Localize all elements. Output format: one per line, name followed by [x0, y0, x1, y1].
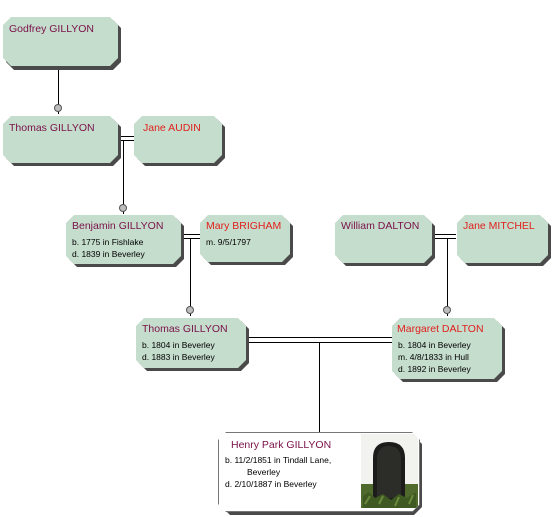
person-box-jane-mitchel[interactable]: Jane MITCHEL	[457, 215, 548, 263]
person-box-mary-brigham[interactable]: Mary BRIGHAM m. 9/5/1797	[200, 215, 290, 262]
person-box-henry-park-gillyon[interactable]: Henry Park GILLYON b. 11/2/1851 in Tinda…	[218, 432, 420, 512]
connector-benjamin-thomas2	[190, 238, 191, 316]
marriage-detail: m. 4/8/1833 in Hull	[398, 352, 469, 362]
death-detail: d. 1839 in Beverley	[72, 249, 145, 259]
marriage-line-benjamin-mary	[184, 234, 200, 235]
gravestone-photo	[361, 434, 418, 508]
person-name: Benjamin GILLYON	[72, 220, 164, 232]
marriage-line-william-jane	[432, 238, 456, 239]
marriage-line-thomas-jane	[118, 140, 134, 141]
person-box-benjamin[interactable]: Benjamin GILLYON b. 1775 in Fishlake d. …	[66, 215, 181, 264]
person-box-thomas-gillyon-2[interactable]: Thomas GILLYON b. 1804 in Beverley d. 18…	[136, 318, 246, 368]
person-name: Thomas GILLYON	[9, 122, 95, 134]
marriage-line-benjamin-mary	[184, 238, 200, 239]
death-detail: d. 1892 in Beverley	[398, 364, 471, 374]
marriage-line-thomas2-margaret	[249, 337, 392, 338]
person-name: Thomas GILLYON	[142, 323, 228, 335]
birth-detail: b. 1804 in Beverley	[142, 340, 215, 350]
person-box-thomas-gillyon-1[interactable]: Thomas GILLYON	[3, 116, 118, 163]
birth-place-detail: Beverley	[247, 467, 281, 477]
connector-dot	[119, 204, 127, 212]
person-name: Godfrey GILLYON	[9, 23, 95, 35]
death-detail: d. 2/10/1887 in Beverley	[225, 479, 317, 489]
marriage-line-thomas-jane	[118, 136, 134, 137]
person-name: Margaret DALTON	[397, 323, 484, 335]
birth-detail: b. 11/2/1851 in Tindall Lane,	[225, 455, 332, 465]
birth-detail: b. 1804 in Beverley	[398, 340, 471, 350]
connector-william-margaret	[447, 238, 448, 316]
person-name: Henry Park GILLYON	[231, 439, 332, 451]
person-box-godfrey[interactable]: Godfrey GILLYON	[3, 17, 118, 66]
connector-thomas-benjamin	[123, 140, 124, 214]
person-name: Jane MITCHEL	[463, 220, 535, 232]
connector-dot	[443, 306, 451, 314]
birth-detail: b. 1775 in Fishlake	[72, 237, 144, 247]
connector-dot	[54, 104, 62, 112]
person-box-william-dalton[interactable]: William DALTON	[335, 215, 432, 263]
connector-godfrey-thomas	[58, 64, 59, 114]
connector-dot	[186, 306, 194, 314]
death-detail: d. 1883 in Beverley	[142, 352, 215, 362]
marriage-detail: m. 9/5/1797	[206, 237, 251, 247]
person-box-jane-audin[interactable]: Jane AUDIN	[134, 116, 222, 163]
connector-parents-henry	[319, 342, 320, 432]
person-box-margaret-dalton[interactable]: Margaret DALTON b. 1804 in Beverley m. 4…	[392, 318, 502, 379]
person-name: Jane AUDIN	[143, 122, 201, 134]
person-name: William DALTON	[341, 220, 420, 232]
person-name: Mary BRIGHAM	[206, 220, 282, 232]
marriage-line-thomas2-margaret	[249, 342, 392, 343]
marriage-line-william-jane	[432, 234, 456, 235]
